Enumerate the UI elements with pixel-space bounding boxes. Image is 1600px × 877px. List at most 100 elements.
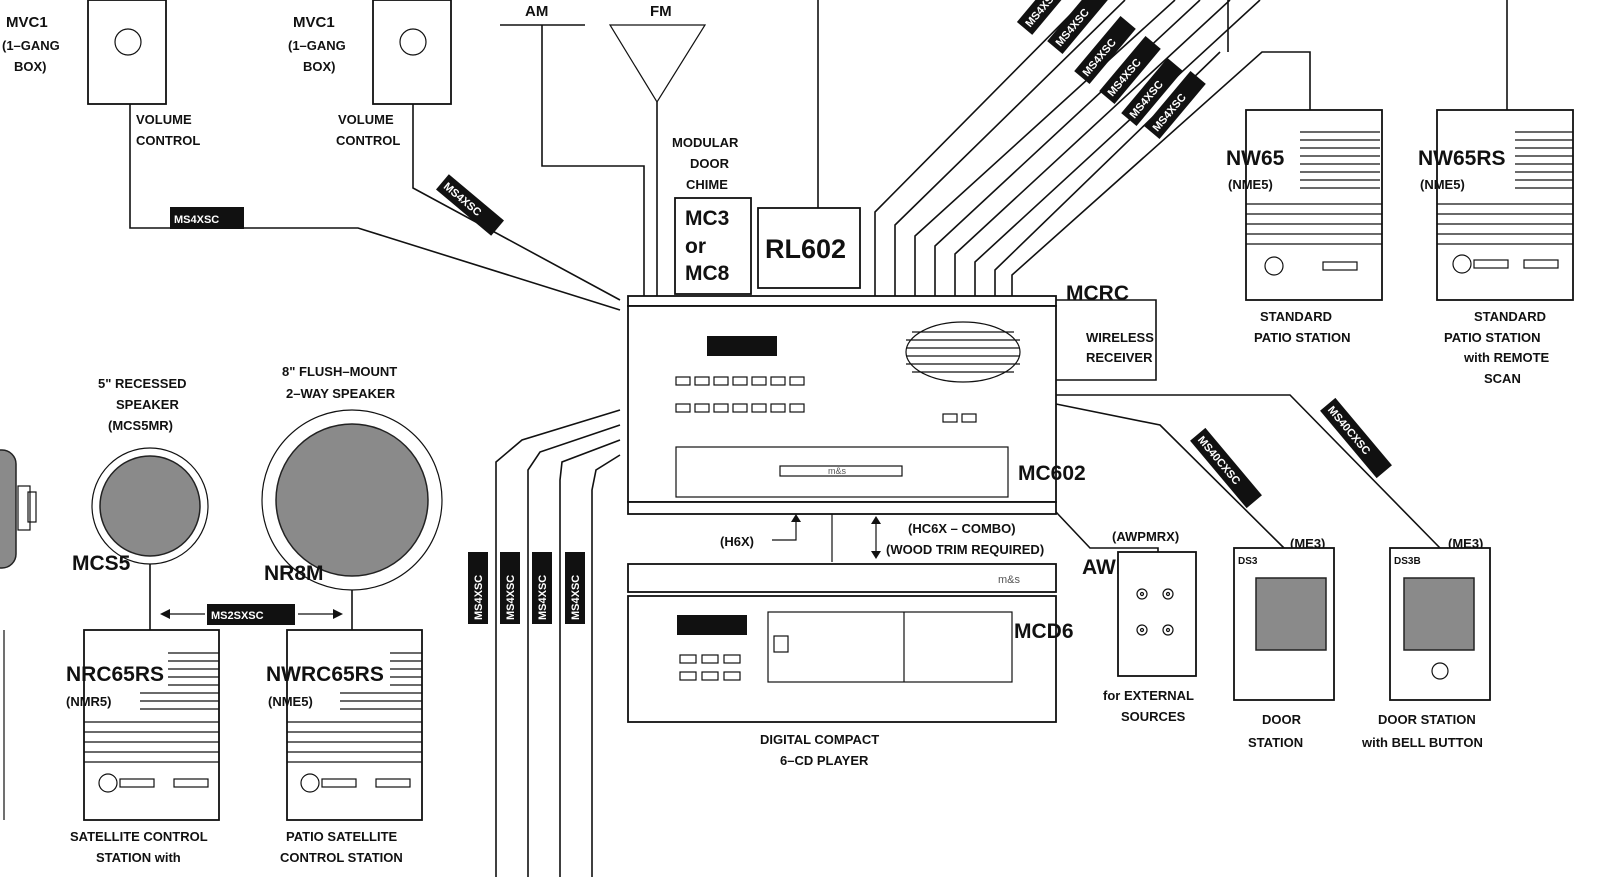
svg-text:MS2SXSC: MS2SXSC <box>211 610 264 622</box>
mcd6-label: MCD6 <box>1014 620 1074 643</box>
mvc1-box2-2: BOX) <box>303 59 336 74</box>
hc6x-l1: (HC6X – COMBO) <box>908 521 1016 536</box>
mvc1-knob-1 <box>114 28 142 56</box>
awpm-l2: SOURCES <box>1121 709 1186 724</box>
nwrc65rs-l2: CONTROL STATION <box>280 850 403 865</box>
mcrc-model: MCRC <box>1066 282 1129 305</box>
nw65rs-l3: with REMOTE <box>1463 350 1550 365</box>
chime-m1: MC3 <box>685 207 729 230</box>
satellite-station-nwrc65rs <box>286 629 423 821</box>
awpm-jacks <box>1136 588 1174 636</box>
ds3b-grille <box>1403 577 1475 651</box>
mcs5-model: MCS5 <box>72 552 131 575</box>
satellite-station-nrc65rs <box>83 629 220 821</box>
mc602-buttons <box>675 376 805 413</box>
mc602-label: MC602 <box>1018 462 1086 485</box>
ds3b-l1: DOOR STATION <box>1378 712 1476 727</box>
cable-tag-left-2: MS4XSC <box>500 552 520 624</box>
mcs5-l2: SPEAKER <box>116 397 179 412</box>
svg-text:MS4XSC: MS4XSC <box>473 575 485 620</box>
nw65-l1: STANDARD <box>1260 309 1332 324</box>
wire-am <box>541 25 645 296</box>
nw65rs-l2: PATIO STATION <box>1444 330 1541 345</box>
cable-tag-ds3: MS40CXSC <box>1190 427 1262 509</box>
awpm-code: (AWPMRX) <box>1112 529 1179 544</box>
nrc65rs-model: NRC65RS <box>66 663 164 686</box>
h6x-label: (H6X) <box>720 534 754 549</box>
fm-antenna <box>608 24 707 104</box>
mcd6-buttons <box>679 654 741 681</box>
ds3-l1: DOOR <box>1262 712 1302 727</box>
svg-text:MS40CXSC: MS40CXSC <box>1195 434 1242 487</box>
mvc1-model-2: MVC1 <box>293 14 335 31</box>
mcs5-l1: 5" RECESSED <box>98 376 187 391</box>
mcs5-l3: (MCS5MR) <box>108 418 173 433</box>
cable-tag-ms2: MS2SXSC <box>207 604 295 625</box>
top-cable-bundle <box>874 0 1508 296</box>
patio-station-nw65 <box>1245 109 1383 301</box>
mcd6-brand: m&s <box>998 574 1021 586</box>
cable-tag-mvc1-1: MS4XSC <box>170 207 244 229</box>
mcd6-l2: 6–CD PLAYER <box>780 753 869 768</box>
nrc65rs-l2: STATION with <box>96 850 181 865</box>
awpm-l1: for EXTERNAL <box>1103 688 1194 703</box>
mcd6-l1: DIGITAL COMPACT <box>760 732 879 747</box>
ds3-grille <box>1255 577 1327 651</box>
mcd6-display <box>677 615 747 635</box>
nw65rs-l4: SCAN <box>1484 371 1521 386</box>
door-chime-box <box>674 197 752 295</box>
ds3-id: DS3 <box>1238 556 1258 567</box>
mvc1-label1-2: VOLUME <box>338 112 394 127</box>
hc6x-l2: (WOOD TRIM REQUIRED) <box>886 542 1044 557</box>
nw65rs-sub: (NME5) <box>1420 177 1465 192</box>
chime-l1: MODULAR <box>672 135 739 150</box>
nr8m-l1: 8" FLUSH–MOUNT <box>282 364 397 379</box>
nwrc65rs-l1: PATIO SATELLITE <box>286 829 398 844</box>
left-cable-bundle <box>495 409 621 877</box>
mvc1-label2-1: CONTROL <box>136 133 200 148</box>
nr8m-l2: 2–WAY SPEAKER <box>286 386 396 401</box>
mcrc-bracket <box>1056 299 1157 381</box>
wire-ds3b <box>1056 394 1441 549</box>
ds3b-l2: with BELL BUTTON <box>1361 735 1483 750</box>
nw65-sub: (NME5) <box>1228 177 1273 192</box>
mvc1-plate-1 <box>87 0 167 105</box>
fm-label: FM <box>650 3 672 20</box>
nrc65rs-sub: (NMR5) <box>66 694 112 709</box>
chime-l2: DOOR <box>690 156 730 171</box>
awpm-plate <box>1117 551 1197 677</box>
nrc65rs-l1: SATELLITE CONTROL <box>70 829 208 844</box>
wire-mvc1-2 <box>412 104 621 301</box>
am-label: AM <box>525 3 548 20</box>
mvc1-model-1: MVC1 <box>6 14 48 31</box>
mvc1-box2-1: BOX) <box>14 59 47 74</box>
ds3b-bell-button <box>1431 662 1449 680</box>
mvc1-label1-1: VOLUME <box>136 112 192 127</box>
mcrc-l2: RECEIVER <box>1086 350 1153 365</box>
mc602-speaker-grille <box>905 321 1021 383</box>
svg-text:MS4XSC: MS4XSC <box>174 214 219 226</box>
volume-control-2: MVC1 (1–GANG BOX) VOLUME CONTROL <box>288 0 452 148</box>
nr8m-speaker <box>275 423 429 577</box>
svg-text:MS4XSC: MS4XSC <box>537 575 549 620</box>
cable-tag-mvc1-2: MS4XSC <box>435 174 505 236</box>
mc602-unit: m&s <box>627 295 1057 515</box>
chime-m2: or <box>685 235 706 258</box>
mcd6-unit: m&s <box>627 563 1057 723</box>
ds3b-id: DS3B <box>1394 556 1421 567</box>
cable-tag-top-1: MS4XSC <box>1016 0 1064 35</box>
rl602-box <box>757 207 861 289</box>
cable-tag-ds3b: MS40CXSC <box>1320 397 1392 479</box>
ds3-l2: STATION <box>1248 735 1303 750</box>
cable-tag-left-3: MS4XSC <box>532 552 552 624</box>
volume-control-1: MVC1 (1–GANG BOX) VOLUME CONTROL <box>2 0 200 148</box>
nw65rs-l1: STANDARD <box>1474 309 1546 324</box>
nwrc65rs-model: NWRC65RS <box>266 663 384 686</box>
patio-station-nw65rs <box>1436 109 1574 301</box>
mvc1-label2-2: CONTROL <box>336 133 400 148</box>
mcrc-l1: WIRELESS <box>1086 330 1154 345</box>
cable-tag-left-4: MS4XSC <box>565 552 585 624</box>
mc602-display <box>707 336 777 356</box>
mvc1-box-1: (1–GANG <box>2 38 60 53</box>
